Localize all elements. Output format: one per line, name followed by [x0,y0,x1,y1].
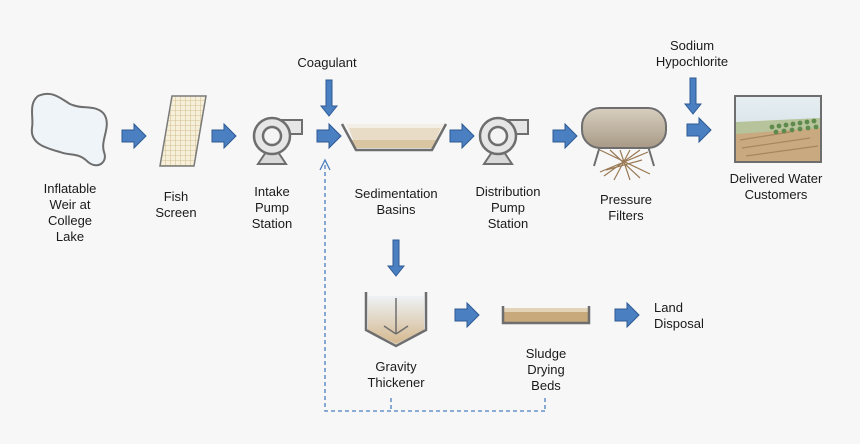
intake-pump-label: Intake Pump Station [251,184,293,231]
flow-arrow [614,302,640,328]
flow-arrow [121,123,147,149]
pressure-filters-label: Pressure Filters [599,192,653,223]
lake-label: Inflatable Weir at College Lake [43,181,97,244]
gravity-thickener-label: Gravity Thickener [367,359,425,390]
flow-arrow [449,123,475,149]
coagulant-arrow [320,79,338,117]
recycle-arrowhead [319,158,331,171]
sedimentation-basin-icon [340,123,448,152]
flow-arrow [316,123,342,149]
drying-bed-icon [501,306,591,325]
flow-arrow [211,123,237,149]
distribution-pump-icon [478,116,530,166]
hypochlorite-arrow [684,77,702,115]
flow-arrow [686,117,712,143]
recycle-return-line [324,164,546,412]
distribution-pump-label: Distribution Pump Station [475,184,541,231]
delivered-water-label: Delivered Water Customers [729,171,823,202]
sludge-drying-label: Sludge Drying Beds [525,346,567,393]
fish-screen-icon [159,95,207,167]
sodium-hypochlorite-label: Sodium Hypochlorite [655,38,729,69]
sedimentation-label: Sedimentation Basins [354,186,438,217]
fish-screen-label: Fish Screen [155,189,197,220]
customers-landscape-icon [734,95,822,163]
intake-pump-icon [252,116,304,166]
sludge-arrow [387,239,405,277]
flow-arrow [454,302,480,328]
coagulant-label: Coagulant [297,55,357,70]
land-disposal-label: Land Disposal [654,300,704,331]
flow-arrow [552,123,578,149]
lake-icon [30,92,108,167]
pressure-filter-icon [581,107,667,181]
gravity-thickener-icon [364,292,428,348]
